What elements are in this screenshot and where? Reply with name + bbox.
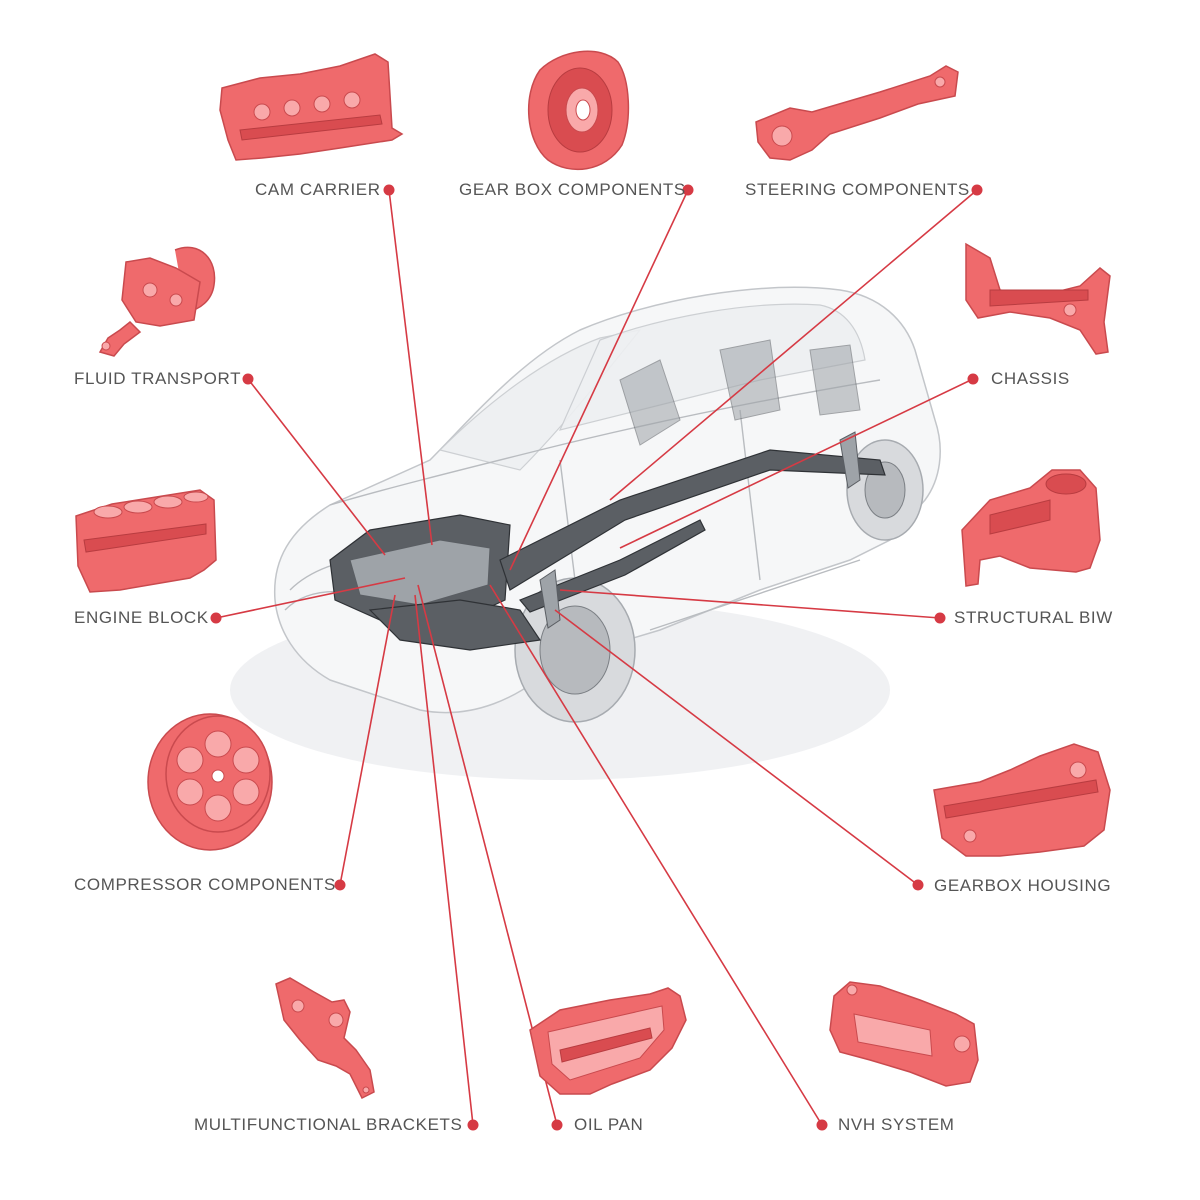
- label-fluid-transport: FLUID TRANSPORT: [74, 369, 242, 388]
- steering-part-icon: [755, 65, 959, 161]
- label-multifunctional-brackets: MULTIFUNCTIONAL BRACKETS: [194, 1115, 463, 1134]
- compressor-part-icon: [147, 713, 273, 851]
- leader-brackets: [414, 594, 474, 1126]
- oil-pan-part-icon: [529, 987, 687, 1095]
- leader-dots: [210, 184, 983, 1131]
- leader-chassis: [619, 378, 974, 549]
- cam-carrier-part-icon: [219, 53, 404, 161]
- leader-cam-carrier: [388, 189, 433, 546]
- label-steering-components: STEERING COMPONENTS: [745, 180, 970, 199]
- car-cutaway-image: [230, 286, 941, 780]
- leader-compressor: [339, 594, 396, 886]
- label-compressor-components: COMPRESSOR COMPONENTS: [74, 875, 336, 894]
- label-structural-biw: STRUCTURAL BIW: [954, 608, 1113, 627]
- leader-nvh: [489, 584, 823, 1126]
- label-cam-carrier: CAM CARRIER: [255, 180, 381, 199]
- fluid-transport-part-icon: [98, 246, 216, 357]
- leader-steering: [609, 189, 978, 501]
- nvh-part-icon: [829, 981, 979, 1087]
- gearbox-housing-part-icon: [933, 743, 1111, 857]
- leader-structural-biw: [559, 589, 941, 619]
- gear-box-part-icon: [527, 50, 630, 171]
- label-chassis: CHASSIS: [991, 369, 1070, 388]
- structural-biw-part-icon: [961, 469, 1101, 587]
- label-gear-box-components: GEAR BOX COMPONENTS: [459, 180, 686, 199]
- leader-gear-box: [509, 189, 689, 571]
- label-engine-block: ENGINE BLOCK: [74, 608, 209, 627]
- chassis-part-icon: [965, 242, 1111, 355]
- label-nvh-system: NVH SYSTEM: [838, 1115, 955, 1134]
- leader-engine-block: [215, 577, 406, 619]
- label-gearbox-housing: GEARBOX HOUSING: [934, 876, 1112, 895]
- engine-block-part-icon: [75, 489, 217, 593]
- bracket-part-icon: [275, 977, 375, 1100]
- label-oil-pan: OIL PAN: [574, 1115, 644, 1134]
- leader-gearbox-housing: [554, 609, 919, 886]
- leader-fluid-transport: [247, 378, 386, 556]
